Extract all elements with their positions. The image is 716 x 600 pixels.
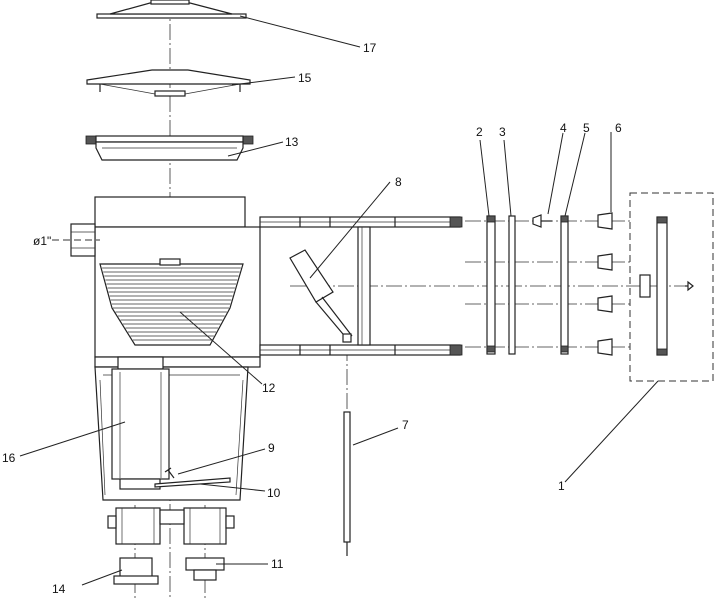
label-1: 1 — [558, 479, 565, 493]
inlet-size-label: ø1" — [33, 234, 51, 248]
screws-6 — [597, 212, 613, 356]
label-16: 16 — [2, 451, 16, 465]
label-2: 2 — [476, 125, 483, 139]
label-5: 5 — [583, 121, 590, 135]
label-10: 10 — [267, 486, 281, 500]
label-8: 8 — [395, 175, 402, 189]
lid-15 — [86, 69, 251, 97]
cover-17 — [96, 0, 247, 19]
ring-13 — [85, 135, 254, 161]
label-11: 11 — [271, 557, 284, 571]
gasket-5 — [560, 215, 569, 355]
gasket-2 — [486, 215, 496, 355]
label-14: 14 — [52, 582, 66, 596]
label-6: 6 — [615, 121, 622, 135]
plate-10 — [154, 477, 231, 488]
label-13: 13 — [285, 135, 299, 149]
outlet-fittings — [107, 507, 235, 545]
label-17: 17 — [363, 41, 377, 55]
float-valve-16 — [111, 356, 170, 490]
screw-4 — [532, 214, 552, 228]
label-3: 3 — [499, 125, 506, 139]
leader-lines — [19, 15, 659, 586]
plug-14 — [113, 557, 159, 585]
gasket-7 — [343, 411, 351, 556]
basket-12 — [99, 258, 244, 346]
flange-3 — [508, 215, 516, 355]
flange-kit-1 — [629, 192, 714, 382]
weir-flap-8 — [289, 249, 353, 343]
label-7: 7 — [402, 418, 409, 432]
adapter-11 — [185, 557, 225, 581]
label-15: 15 — [298, 71, 312, 85]
label-12: 12 — [262, 381, 276, 395]
label-4: 4 — [560, 121, 567, 135]
label-9: 9 — [268, 441, 275, 455]
screw-9 — [164, 467, 175, 479]
inlet-pipe — [52, 223, 100, 257]
skimmer-throat — [259, 216, 463, 356]
